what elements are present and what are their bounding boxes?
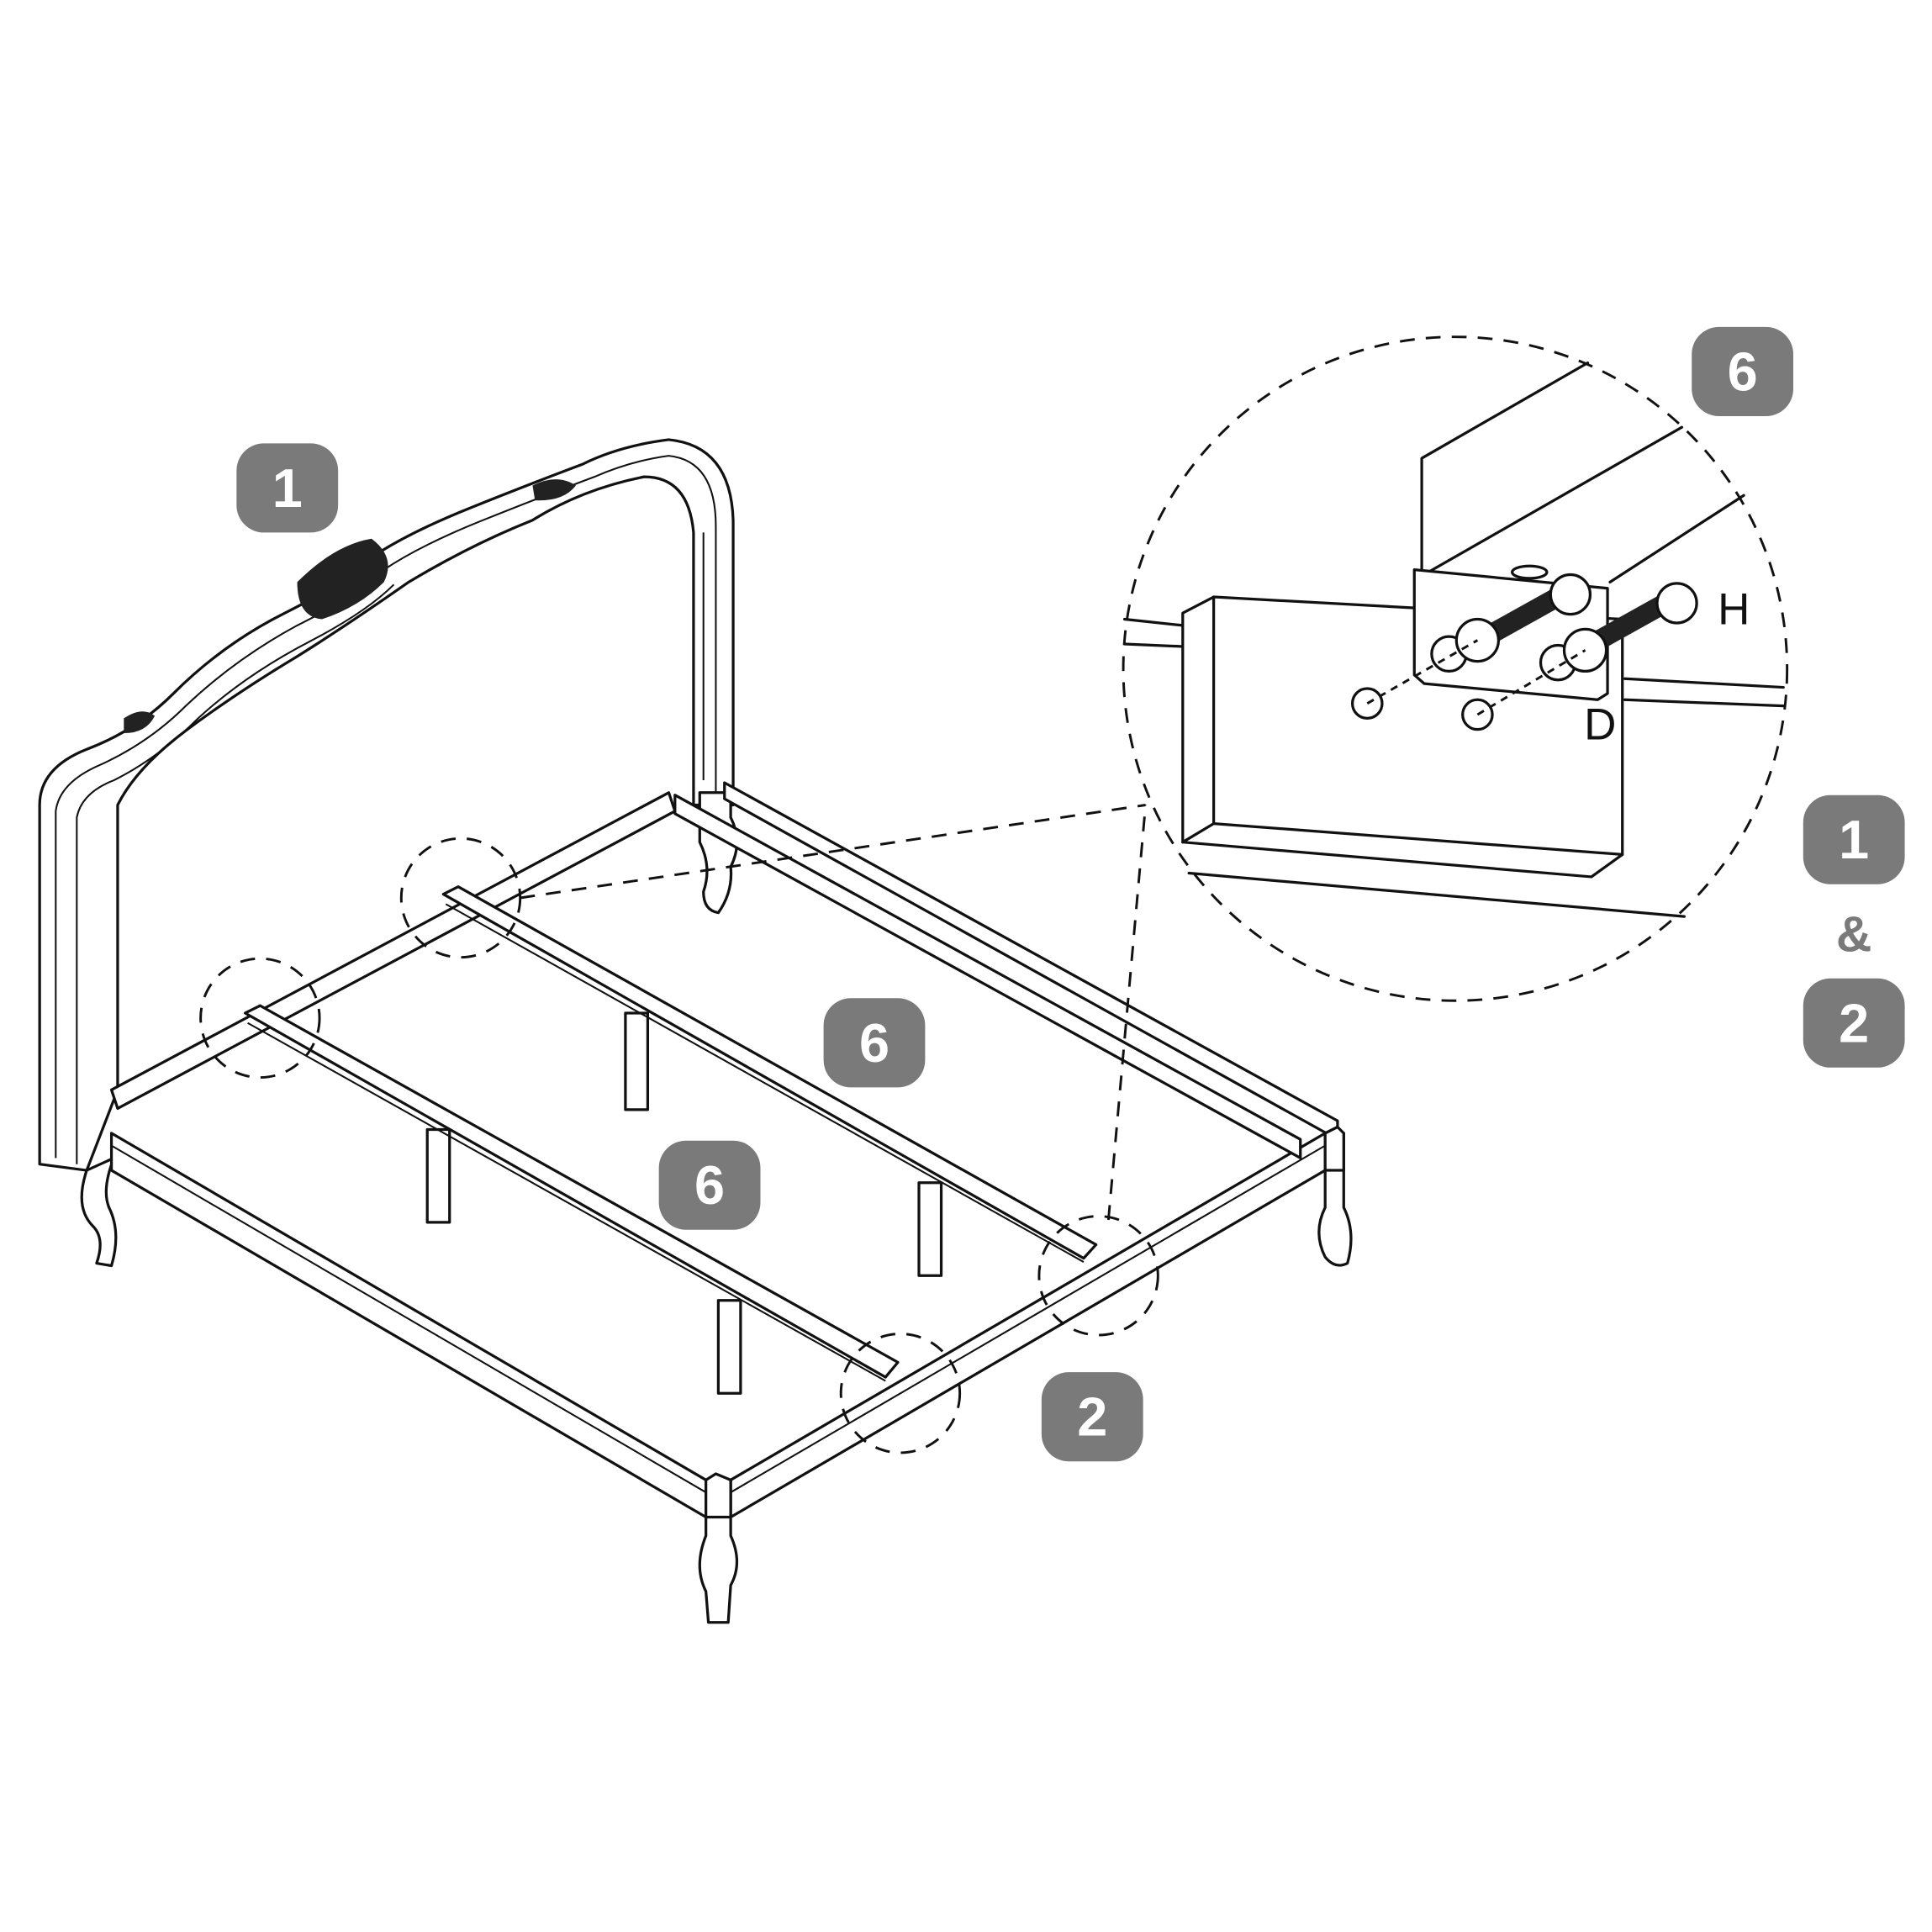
badge-combo-b: 2 (1803, 978, 1905, 1068)
svg-text:1: 1 (272, 457, 303, 519)
ampersand: & (1836, 908, 1872, 963)
svg-text:1: 1 (1839, 809, 1869, 870)
carved-ornament (297, 538, 388, 620)
detail-magnifier-circle (1122, 335, 1789, 1002)
svg-text:6: 6 (694, 1154, 725, 1216)
badge-footboard: 2 (1041, 1372, 1143, 1462)
svg-text:2: 2 (1077, 1386, 1107, 1448)
label-bolt-h: H (1718, 584, 1750, 634)
frame-rails (109, 781, 1345, 1519)
label-bracket-d: D (1584, 699, 1616, 749)
support-legs (425, 1011, 943, 1395)
badge-slat-lower: 6 (658, 1140, 761, 1230)
badge-detail-slat: 6 (1692, 326, 1794, 416)
headboard (38, 438, 735, 1172)
badge-slat-upper: 6 (823, 998, 926, 1088)
svg-text:6: 6 (1728, 340, 1758, 402)
slats (244, 885, 1098, 1382)
detail-callouts (199, 335, 1789, 1454)
svg-text:2: 2 (1839, 992, 1869, 1053)
detail-view: H D (1122, 361, 1785, 918)
badge-combo-a: 1 (1803, 794, 1905, 884)
badge-headboard: 1 (236, 443, 339, 533)
svg-text:6: 6 (859, 1012, 889, 1074)
